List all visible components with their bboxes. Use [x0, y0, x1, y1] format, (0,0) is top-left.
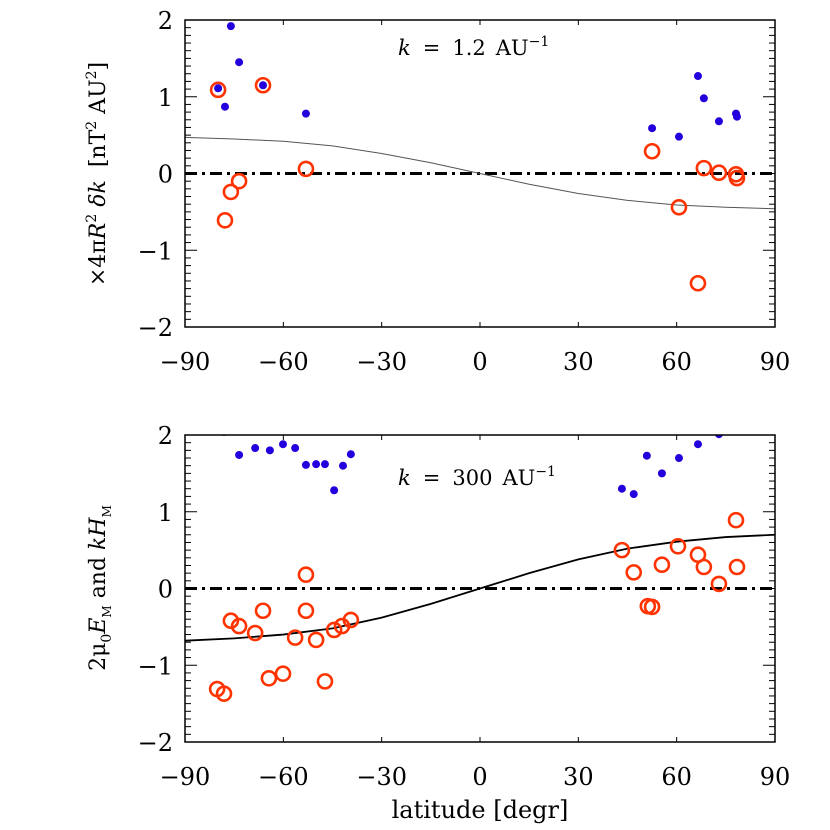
y-tick-label: 1	[158, 84, 173, 112]
open-circle-marker	[727, 511, 745, 529]
model-curve	[185, 136, 775, 210]
filled-dot-marker	[674, 132, 683, 141]
filled-dot-marker	[732, 112, 741, 121]
x-tick-label: −30	[356, 348, 407, 376]
open-circle-marker	[216, 212, 234, 229]
open-circle-marker	[710, 164, 728, 182]
filled-dot-marker	[693, 72, 702, 81]
open-circle-marker	[643, 598, 661, 616]
filled-dot-marker	[699, 94, 708, 103]
x-tick-label: 90	[760, 763, 791, 791]
open-circle-marker	[222, 612, 240, 630]
x-tick-label: −90	[160, 348, 211, 376]
y-tick-label: 2	[158, 7, 173, 35]
filled-dot-marker	[715, 435, 723, 439]
open-circle-marker	[670, 198, 688, 216]
open-circle-marker	[254, 602, 272, 620]
y-tick-label: −2	[138, 729, 173, 757]
y-tick-label: −2	[138, 314, 173, 342]
open-circle-marker	[230, 172, 248, 190]
open-circle-marker	[297, 160, 315, 178]
x-tick-label: 60	[661, 348, 692, 376]
open-circle-marker	[297, 566, 315, 583]
open-circle-marker	[215, 685, 233, 702]
filled-dot-marker	[674, 454, 683, 463]
open-circle-marker	[689, 274, 707, 292]
filled-dot-marker	[320, 460, 329, 469]
y-tick-label: 0	[158, 161, 173, 189]
open-circle-marker	[316, 673, 334, 690]
x-tick-label: 30	[563, 763, 594, 791]
open-circle-marker	[297, 602, 315, 620]
filled-dot-marker	[226, 22, 235, 31]
y-tick-label: −1	[138, 237, 173, 265]
open-circle-marker	[710, 575, 728, 593]
filled-dot-marker	[629, 490, 638, 499]
filled-dot-marker	[301, 109, 310, 118]
x-tick-label: −60	[258, 763, 309, 791]
open-circle-marker	[695, 159, 713, 177]
open-circle-marker	[653, 556, 671, 574]
open-circle-marker	[222, 183, 240, 201]
open-circle-marker	[260, 669, 278, 687]
open-circle-marker	[246, 624, 264, 642]
filled-dot-marker	[642, 451, 651, 460]
x-tick-label: −30	[356, 763, 407, 791]
filled-dot-marker	[214, 84, 223, 93]
filled-dot-marker	[657, 469, 666, 478]
x-tick-label: 30	[563, 348, 594, 376]
y-tick-label: 0	[158, 576, 173, 604]
open-circle-marker	[342, 611, 360, 629]
x-tick-label: 60	[661, 763, 692, 791]
filled-dot-marker	[301, 460, 310, 469]
open-circle-marker	[209, 81, 227, 99]
open-circle-marker	[254, 76, 272, 94]
x-tick-label: −90	[160, 763, 211, 791]
filled-dot-marker	[330, 486, 339, 495]
open-circle-marker	[325, 621, 343, 639]
filled-dot-marker	[235, 58, 244, 67]
filled-dot-marker	[291, 444, 300, 453]
filled-dot-marker	[693, 440, 702, 449]
x-tick-label: 90	[760, 348, 791, 376]
open-circle-marker	[695, 558, 713, 576]
top-ylabel: ×4πR2 δk [nT2 AU2]	[84, 62, 111, 286]
bottom-panel: −90 −60 −30 0 30 60 90 −2 −1 0 1 2	[138, 422, 791, 791]
x-tick-label: −60	[258, 348, 309, 376]
x-axis-label: latitude [degr]	[392, 796, 569, 824]
open-circle-marker	[230, 617, 248, 635]
y-tick-label: −1	[138, 652, 173, 680]
open-circle-marker	[613, 541, 631, 559]
filled-dot-marker	[279, 440, 288, 449]
filled-dot-marker	[235, 450, 244, 459]
x-tick-label: 0	[472, 763, 487, 791]
open-circle-marker	[728, 169, 746, 187]
open-circle-marker	[274, 665, 292, 682]
x-tick-label: 0	[472, 348, 487, 376]
top-panel: −90 −60 −30 0 30 60 90 −2 −1 0 1 2	[138, 7, 791, 376]
open-circle-marker	[643, 142, 661, 160]
filled-dot-marker	[648, 124, 657, 133]
filled-dot-marker	[338, 461, 347, 470]
filled-dot-marker	[220, 102, 229, 111]
model-curve	[185, 533, 775, 642]
open-circle-marker	[286, 629, 304, 646]
open-circle-marker	[669, 537, 687, 555]
open-circle-marker	[307, 631, 325, 649]
filled-dot-marker	[617, 484, 626, 493]
open-circle-marker	[728, 558, 746, 576]
filled-dot-marker	[251, 444, 260, 453]
filled-dot-marker	[714, 117, 723, 126]
filled-dot-marker	[259, 81, 268, 90]
open-circle-marker	[625, 564, 643, 581]
y-tick-label: 1	[158, 499, 173, 527]
filled-dot-marker	[265, 446, 274, 455]
bottom-ylabel: 2μ0EM and kHM	[86, 505, 115, 671]
y-tick-label: 2	[158, 422, 173, 450]
filled-dot-marker	[312, 460, 321, 469]
filled-dot-marker	[346, 450, 355, 459]
